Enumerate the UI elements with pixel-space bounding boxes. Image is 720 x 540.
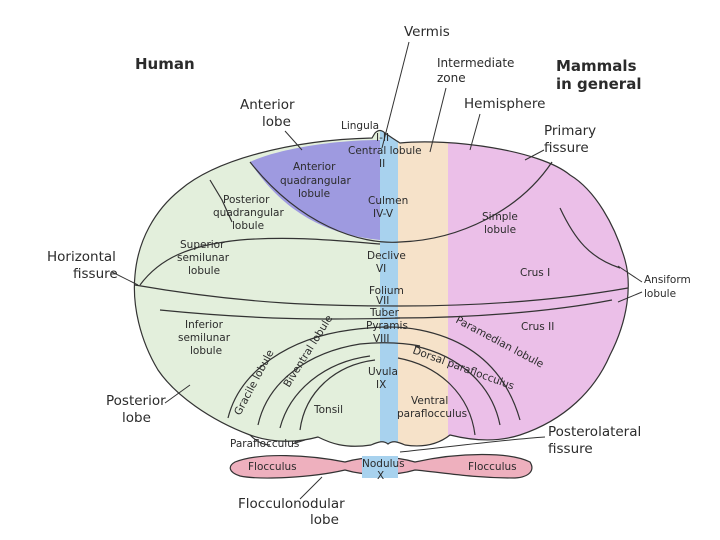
tonsil-boundary: [299, 359, 376, 431]
region-central-num: II: [379, 158, 385, 170]
region-folium: Folium: [369, 285, 404, 297]
horizontal-fissure-line: [134, 284, 629, 307]
label-posterolateral-fissure: fissure: [548, 441, 593, 457]
region-anterior-quad-1: Anterior: [293, 161, 336, 173]
posterior-quadrangular-boundary: [209, 179, 233, 223]
label-zone: zone: [437, 71, 466, 85]
vermis-zone: [380, 130, 398, 447]
leader-ansiform-top: [617, 265, 643, 283]
leader-paraflocculus: [291, 439, 306, 445]
region-inf-semi-1: Inferior: [185, 319, 224, 331]
region-folium-num: VII: [376, 295, 389, 307]
region-pyramis-num: VIII: [373, 333, 389, 345]
region-inf-semi-3: lobule: [190, 345, 222, 357]
heading-in-general: in general: [556, 75, 641, 93]
leader-flocculonodular: [299, 476, 323, 500]
label-ansiform: Ansiform: [644, 274, 691, 286]
region-central-lobule: Central lobule: [348, 145, 422, 157]
region-ventral-paraflocculus: paraflocculus: [397, 408, 467, 420]
region-ventral: Ventral: [411, 395, 448, 407]
anterior-lobe-shading: [250, 140, 380, 240]
region-nodulus-num: X: [377, 470, 384, 482]
label-hemisphere: Hemisphere: [464, 96, 545, 112]
leader-primary-fissure: [524, 149, 545, 161]
region-tuber: Tuber: [369, 307, 400, 319]
heading-mammals: Mammals: [556, 57, 637, 75]
label-primary: Primary: [544, 123, 596, 139]
label-posterolateral: Posterolateral: [548, 424, 641, 440]
region-pyramis: Pyramis: [366, 320, 408, 332]
region-nodulus: Nodulus: [362, 458, 405, 470]
primary-fissure-line: [249, 161, 553, 243]
label-anterior: Anterior: [240, 97, 295, 113]
region-tonsil: Tonsil: [313, 404, 343, 416]
region-declive-num: VI: [376, 263, 386, 275]
region-sup-semi-1: Superior: [180, 239, 225, 251]
leader-lines: [111, 41, 643, 500]
region-post-quad-3: lobule: [232, 220, 264, 232]
region-inf-semi-2: semilunar: [178, 332, 231, 344]
region-simple-lobule: lobule: [484, 224, 516, 236]
biventral-boundary: [279, 355, 371, 429]
label-paraflocculus: Paraflocculus: [230, 438, 299, 450]
region-sup-semi-3: lobule: [188, 265, 220, 277]
region-anterior-quad-3: lobule: [298, 188, 330, 200]
region-crus-1: Crus I: [520, 267, 550, 279]
region-culmen: Culmen: [368, 195, 408, 207]
leader-intermediate: [429, 87, 447, 153]
superior-semilunar-boundary: [139, 237, 381, 286]
leader-vermis: [381, 41, 410, 149]
label-vermis: Vermis: [404, 24, 450, 40]
ventral-paraflocculus-boundary: [397, 357, 476, 436]
simple-crus-boundary: [559, 207, 621, 269]
fissure-lines: [134, 161, 629, 446]
cerebellum-outline: [133, 129, 629, 447]
region-lingula-num: I-II: [376, 132, 389, 144]
region-lingula: Lingula: [341, 120, 379, 132]
gracile-boundary: [257, 342, 421, 426]
region-post-quad-1: Posterior: [223, 194, 270, 206]
label-horizontal-fissure: fissure: [73, 266, 118, 282]
leader-hemisphere: [469, 113, 481, 151]
region-uvula: Uvula: [368, 366, 398, 378]
paramedian-boundary: [227, 326, 521, 421]
leader-anterior-lobe: [284, 130, 303, 151]
dorsal-paraflocculus-boundary: [414, 345, 501, 426]
tuber-boundary: [159, 309, 401, 320]
paraflocculus-lobe: [249, 434, 271, 446]
region-simple: Simple: [482, 211, 518, 223]
region-declive: Declive: [367, 250, 406, 262]
intermediate-zone: [398, 130, 448, 447]
leader-posterior-lobe: [164, 384, 191, 404]
leader-horizontal-fissure: [111, 271, 139, 286]
region-post-quad-2: quadrangular: [213, 207, 284, 219]
leader-ansiform-bottom: [617, 291, 643, 303]
region-sup-semi-2: semilunar: [177, 252, 230, 264]
label-anterior-lobe: lobe: [262, 114, 291, 130]
region-flocculus-left: Flocculus: [248, 461, 297, 473]
region-crus-2: Crus II: [521, 321, 554, 333]
leader-posterolateral: [399, 436, 546, 453]
crus-2-boundary: [394, 299, 613, 319]
region-anterior-quad-2: quadrangular: [280, 175, 351, 187]
label-flocculonodular: Flocculonodular: [238, 496, 345, 512]
label-posterior-lobe: lobe: [122, 410, 151, 426]
heading-human: Human: [135, 55, 195, 73]
label-intermediate: Intermediate: [437, 56, 514, 70]
region-uvula-num: IX: [376, 379, 386, 391]
label-horizontal: Horizontal: [47, 249, 116, 265]
nodulus-band: [362, 456, 398, 478]
label-ansiform-lobule: lobule: [644, 288, 676, 300]
region-culmen-num: IV-V: [373, 208, 394, 220]
label-flocculonodular-lobe: lobe: [310, 512, 339, 528]
region-flocculus-right: Flocculus: [468, 461, 517, 473]
label-primary-fissure: fissure: [544, 140, 589, 156]
label-posterior: Posterior: [106, 393, 166, 409]
